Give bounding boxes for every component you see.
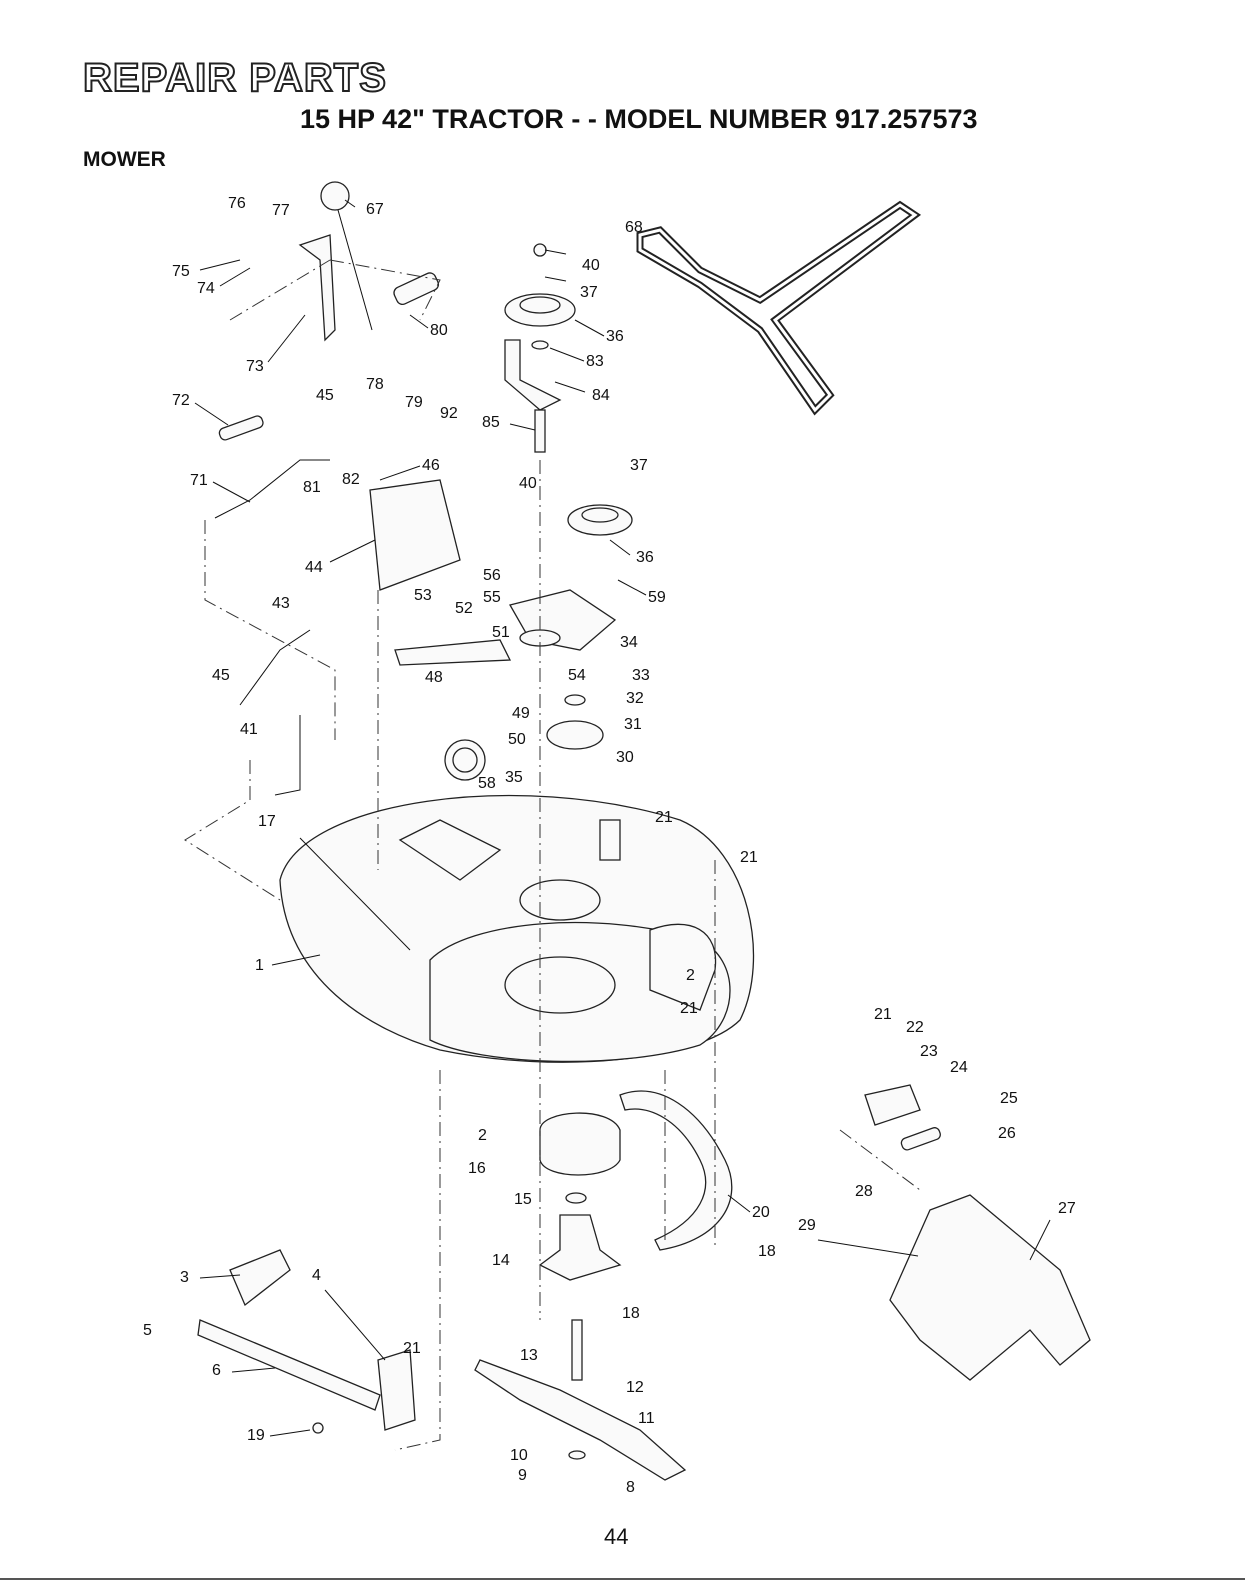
callout: 78: [366, 376, 384, 393]
callout: 15: [514, 1191, 532, 1208]
callout: 11: [638, 1410, 655, 1427]
callout: 45: [212, 667, 230, 684]
bottom-divider: [0, 1578, 1245, 1580]
callout: 74: [197, 280, 215, 297]
assembly-lines: [184, 259, 921, 1451]
callout: 59: [648, 589, 666, 606]
callout: 31: [624, 716, 642, 733]
pulley-assembly-drawing: [504, 243, 633, 750]
callout: 36: [606, 328, 624, 345]
callout: 71: [190, 472, 208, 489]
callout: 46: [422, 457, 440, 474]
callout: 33: [632, 667, 650, 684]
callout-labels: 76 77 67 75 74 73 78 80 79 92 72 45 81 8…: [143, 195, 1076, 1496]
callout: 83: [586, 353, 604, 370]
callout: 40: [582, 257, 600, 274]
callout: 13: [520, 1347, 538, 1364]
callout: 27: [1058, 1200, 1076, 1217]
callout: 4: [312, 1267, 321, 1284]
callout: 51: [492, 624, 510, 641]
callout: 9: [518, 1467, 527, 1484]
model-subtitle: 15 HP 42" TRACTOR - - MODEL NUMBER 917.2…: [300, 104, 978, 134]
callout: 22: [906, 1019, 924, 1036]
callout: 18: [622, 1305, 640, 1322]
callout: 20: [752, 1204, 770, 1221]
callout: 55: [483, 589, 501, 606]
page-title: REPAIR PARTS: [82, 55, 387, 101]
callout: 5: [143, 1322, 152, 1339]
callout: 29: [798, 1217, 816, 1234]
callout: 40: [519, 475, 537, 492]
discharge-chute-drawing: [817, 1084, 1091, 1381]
callout: 2: [478, 1127, 487, 1144]
baffle-bracket-drawing: [197, 1090, 733, 1434]
callout: 28: [855, 1183, 873, 1200]
callout: 3: [180, 1269, 189, 1286]
callout: 16: [468, 1160, 486, 1177]
callout: 50: [508, 731, 526, 748]
callout: 44: [305, 559, 323, 576]
callout: 26: [998, 1125, 1016, 1142]
callout: 21: [874, 1006, 892, 1023]
callout: 75: [172, 263, 190, 280]
callout: 1: [255, 957, 264, 974]
callout: 24: [950, 1059, 968, 1076]
callout: 52: [455, 600, 473, 617]
page-number: 44: [604, 1524, 629, 1549]
callout: 48: [425, 669, 443, 686]
callout: 12: [626, 1379, 644, 1396]
callout: 34: [620, 634, 638, 651]
callout: 37: [630, 457, 648, 474]
lift-linkage-drawing: [214, 181, 512, 796]
callout: 56: [483, 567, 501, 584]
callout: 43: [272, 595, 290, 612]
callout: 92: [440, 405, 458, 422]
callout: 18: [758, 1243, 776, 1260]
callout: 77: [272, 202, 290, 219]
callout: 67: [366, 201, 384, 218]
callout: 19: [247, 1427, 265, 1444]
callout: 73: [246, 358, 264, 375]
callout: 8: [626, 1479, 635, 1496]
callout: 23: [920, 1043, 938, 1060]
callout: 54: [568, 667, 586, 684]
callout: 21: [680, 1000, 698, 1017]
callout: 72: [172, 392, 190, 409]
callout: 30: [616, 749, 634, 766]
callout: 41: [240, 721, 258, 738]
callout: 79: [405, 394, 423, 411]
callout: 81: [303, 479, 321, 496]
callout: 21: [740, 849, 758, 866]
callout: 58: [478, 775, 496, 792]
callout: 37: [580, 284, 598, 301]
callout: 21: [403, 1340, 421, 1357]
callout: 82: [342, 471, 360, 488]
callout: 14: [492, 1252, 510, 1269]
callout: 25: [1000, 1090, 1018, 1107]
section-heading: MOWER: [83, 148, 166, 171]
callout: 80: [430, 322, 448, 339]
callout: 21: [655, 809, 673, 826]
callout: 36: [636, 549, 654, 566]
callout: 6: [212, 1362, 221, 1379]
callout: 68: [625, 219, 643, 236]
callout: 76: [228, 195, 246, 212]
callout: 17: [258, 813, 276, 830]
callout: 32: [626, 690, 644, 707]
callout: 49: [512, 705, 530, 722]
callout: 45: [316, 387, 334, 404]
leader-lines: [194, 199, 1051, 1437]
belt-drawing: [636, 200, 922, 416]
callout: 85: [482, 414, 500, 431]
mower-deck-drawing: [279, 794, 755, 1063]
callout: 10: [510, 1447, 528, 1464]
callout: 84: [592, 387, 610, 404]
callout: 53: [414, 587, 432, 604]
callout: 35: [505, 769, 523, 786]
callout: 2: [686, 967, 695, 984]
spindle-blade-drawing: [474, 1112, 687, 1481]
